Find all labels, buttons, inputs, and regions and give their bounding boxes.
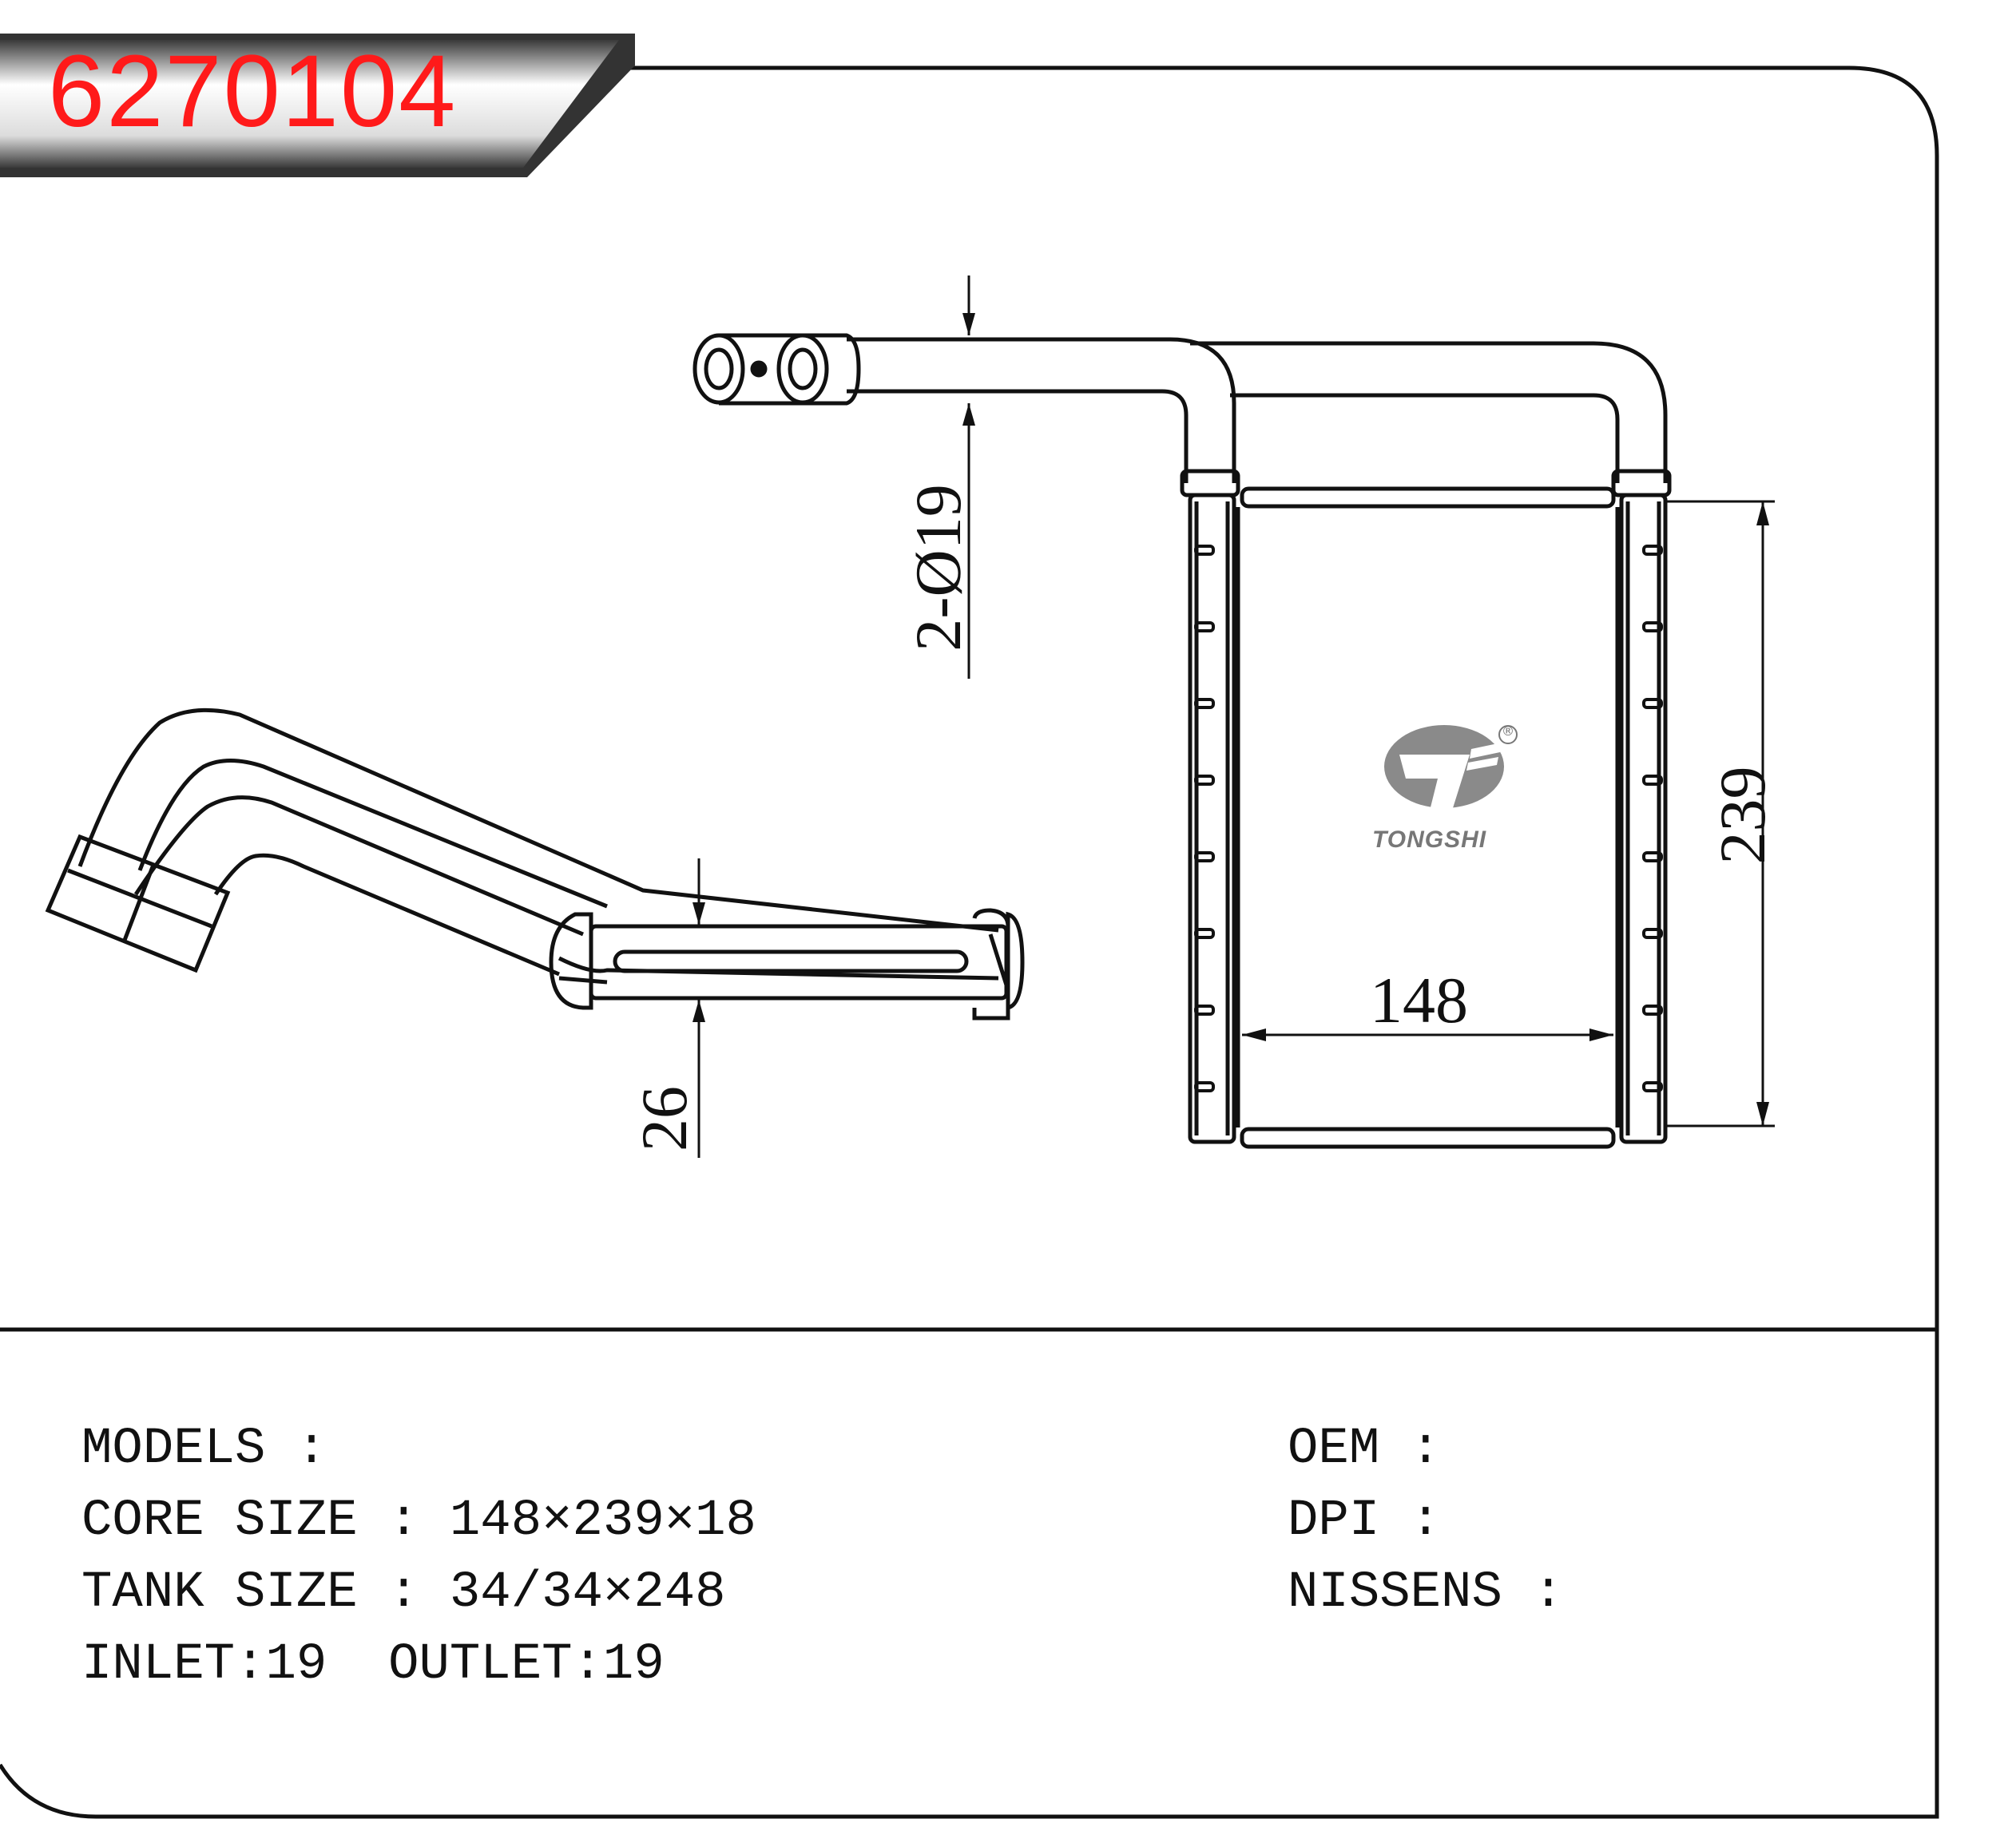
dim-core-width-label: 148 bbox=[1370, 964, 1468, 1036]
logo-brand-text: TONGSHI bbox=[1372, 826, 1487, 853]
spec-nissens: NISSENS : bbox=[1288, 1564, 1564, 1622]
spec-tank-size: TANK SIZE : 34/34×248 bbox=[81, 1564, 726, 1622]
heater-core-front-view bbox=[693, 333, 1672, 1149]
dim-core-height-label: 239 bbox=[1706, 766, 1779, 865]
part-number: 6270104 bbox=[48, 34, 458, 149]
dim-pipe-diameter-lines bbox=[962, 275, 975, 679]
spec-models: MODELS : bbox=[81, 1421, 327, 1478]
frame-border bbox=[0, 65, 1939, 1819]
spec-dpi: DPI : bbox=[1288, 1492, 1442, 1550]
spec-oem: OEM : bbox=[1288, 1421, 1442, 1478]
dim-core-height-lines bbox=[1665, 500, 1775, 1128]
tank-slots bbox=[1194, 545, 1663, 1092]
dim-core-width-lines bbox=[1242, 1028, 1613, 1041]
heater-core-side-view bbox=[45, 707, 1025, 1021]
dim-pipe-diameter-label: 2-Ø19 bbox=[902, 484, 974, 652]
dim-core-depth-label: 26 bbox=[628, 1086, 700, 1151]
title-banner bbox=[0, 40, 619, 168]
logo-registered-mark: ® bbox=[1502, 723, 1514, 739]
spec-core-size: CORE SIZE : 148×239×18 bbox=[81, 1492, 756, 1550]
tongshi-logo-icon bbox=[1384, 725, 1518, 810]
dim-core-depth-lines bbox=[693, 858, 705, 1158]
spec-inlet-outlet: INLET:19 OUTLET:19 bbox=[81, 1636, 665, 1694]
